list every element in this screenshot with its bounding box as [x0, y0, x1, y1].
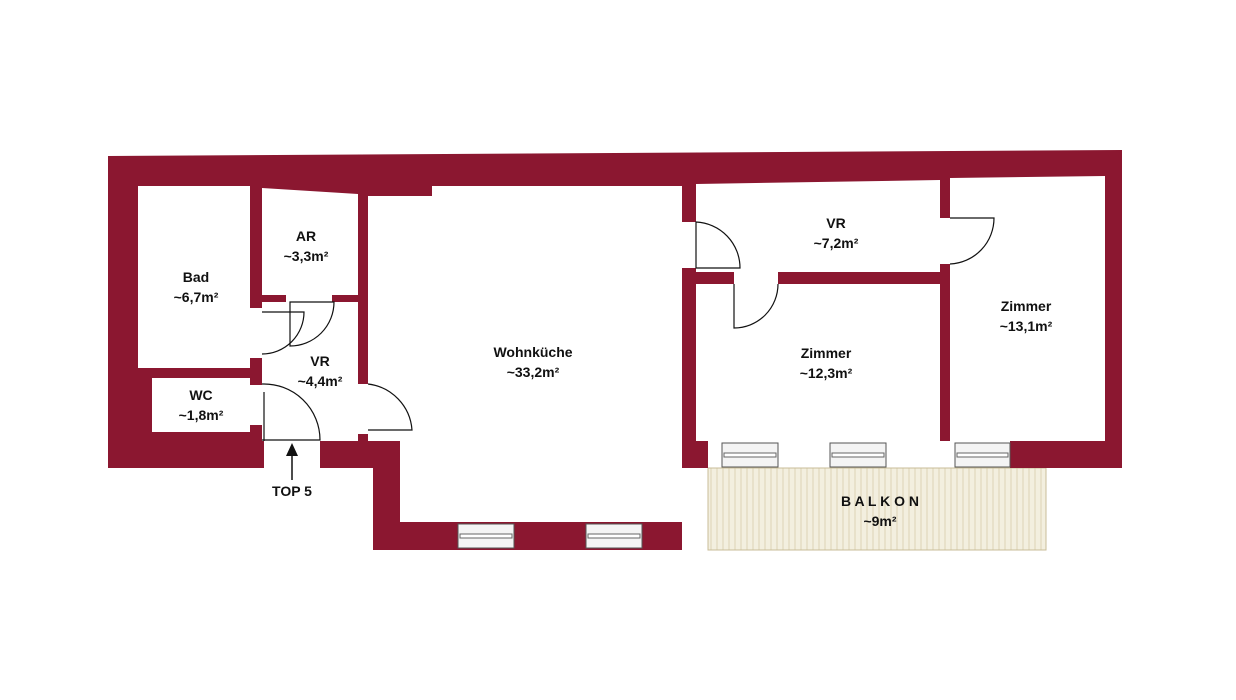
- walls: [108, 150, 1122, 550]
- room-name-bad: Bad: [183, 269, 209, 285]
- window-sashes: [459, 452, 1009, 539]
- door-swings: [261, 217, 995, 441]
- room-name-ar: AR: [296, 228, 316, 244]
- room-area-zimmer-mid: ~12,3m²: [800, 365, 853, 381]
- room-name-balkon: B A L K O N: [841, 493, 919, 509]
- arrow-up-icon: [286, 443, 298, 480]
- room-name-vr-small: VR: [310, 353, 329, 369]
- room-area-wc: ~1,8m²: [179, 407, 224, 423]
- room-name-wohnkueche: Wohnküche: [493, 344, 572, 360]
- room-name-zimmer-right: Zimmer: [1001, 298, 1052, 314]
- room-area-bad: ~6,7m²: [174, 289, 219, 305]
- balcony-floor: [707, 467, 1047, 551]
- door-opening-vr-large: [682, 222, 696, 268]
- room-name-zimmer-mid: Zimmer: [801, 345, 852, 361]
- wohnkueche-floor: [368, 186, 682, 522]
- room-name-vr-large: VR: [826, 215, 845, 231]
- entrance-label: TOP 5: [272, 483, 312, 499]
- room-area-ar: ~3,3m²: [284, 248, 329, 264]
- room-name-wc: WC: [189, 387, 212, 403]
- door-opening-bad: [250, 308, 262, 358]
- room-area-vr-large: ~7,2m²: [814, 235, 859, 251]
- room-area-wohnkueche: ~33,2m²: [507, 364, 560, 380]
- room-area-balkon: ~9m²: [863, 513, 896, 529]
- door-opening-wohnkueche: [358, 384, 368, 434]
- vr-small-floor: [262, 302, 358, 441]
- door-opening-zimmer-right: [940, 218, 950, 264]
- door-opening-zimmer-mid: [734, 272, 778, 284]
- door-opening-ar: [286, 295, 332, 302]
- room-area-vr-small: ~4,4m²: [298, 373, 343, 389]
- room-area-zimmer-right: ~13,1m²: [1000, 318, 1053, 334]
- door-opening-wc: [250, 385, 262, 425]
